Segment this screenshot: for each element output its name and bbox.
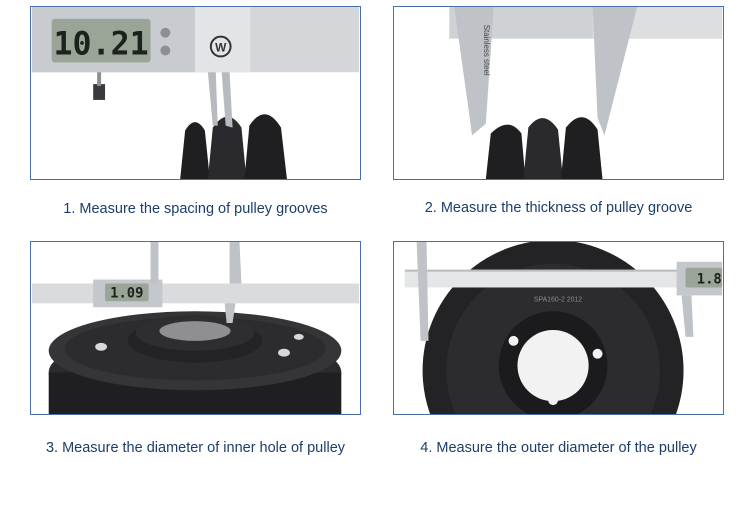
caption-step-3: 3. Measure the diameter of inner hole of… xyxy=(45,440,346,456)
caption-step-1: 1. Measure the spacing of pulley grooves xyxy=(63,201,328,217)
lcd-reading: 1.8 xyxy=(697,272,722,288)
caliper-groove-thickness-image: Stainless steel xyxy=(449,7,723,179)
lcd-reading: 10.21 xyxy=(53,26,148,62)
caliper-inner-hole-image: 1.09 xyxy=(31,242,360,414)
engraving-text: Stainless steel xyxy=(482,25,491,76)
caption-step-2: 2. Measure the thickness of pulley groov… xyxy=(424,200,693,216)
caliper-groove-spacing-image: 10.21 W xyxy=(31,7,360,179)
caption-step-4: 4. Measure the outer diameter of the pul… xyxy=(420,440,697,456)
photo-measure-groove-spacing: 10.21 W xyxy=(30,6,361,180)
photo-measure-outer-diameter: SPA160-2 2012 1.8 xyxy=(393,241,724,415)
photo-measure-inner-hole: 1.09 xyxy=(30,241,361,415)
brand-mark: W xyxy=(215,40,227,54)
caliper-outer-diameter-image: SPA160-2 2012 1.8 xyxy=(404,242,723,414)
hub-marking: SPA160-2 2012 xyxy=(534,296,582,303)
photo-measure-groove-thickness: Stainless steel xyxy=(393,6,724,180)
lcd-reading: 1.09 xyxy=(110,285,143,301)
